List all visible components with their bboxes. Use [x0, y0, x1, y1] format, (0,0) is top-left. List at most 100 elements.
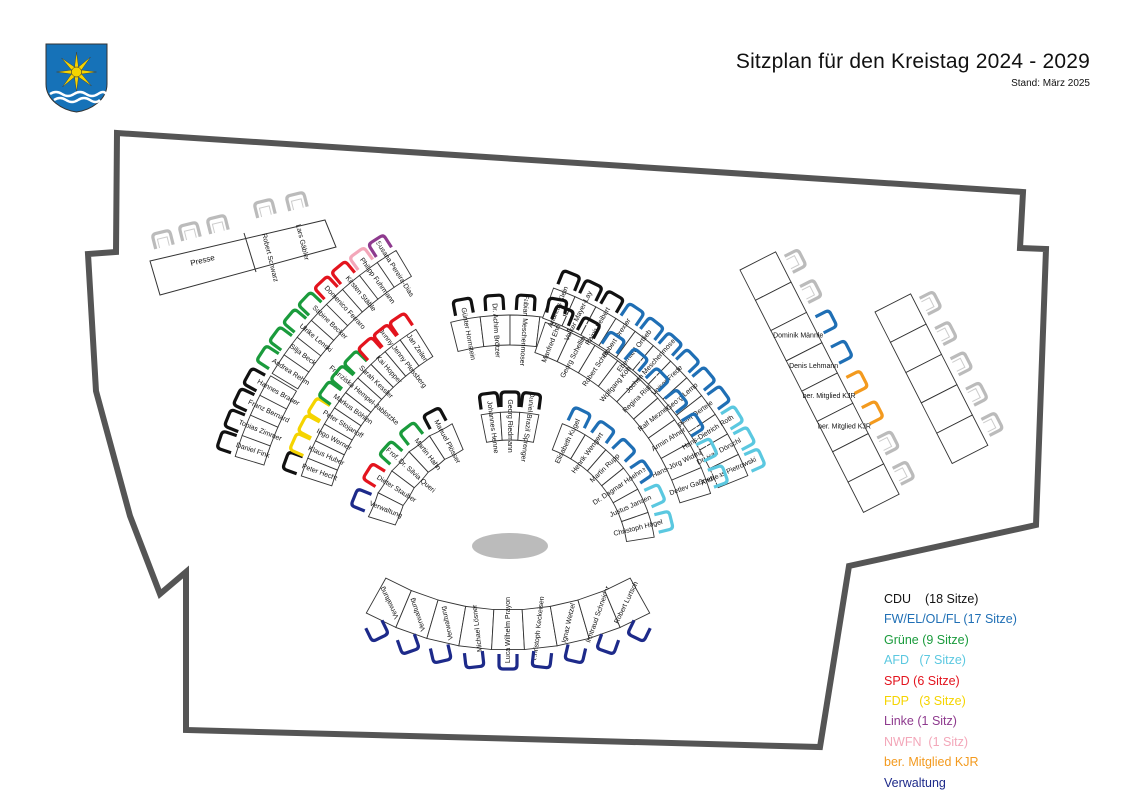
- seat-chair: [575, 316, 601, 340]
- seat-chair: [216, 430, 238, 455]
- seat-chair: [285, 191, 309, 212]
- seat-chair: [891, 461, 915, 486]
- seat-chair: [483, 293, 506, 312]
- legend-item: Linke (1 Sitz): [884, 714, 957, 729]
- legend-item: SPD (6 Sitze): [884, 673, 960, 688]
- seat-chair: [388, 312, 414, 337]
- seat-chair: [372, 324, 398, 349]
- seat-chair: [590, 420, 616, 445]
- seat-chair: [242, 367, 266, 393]
- seat-chair: [307, 397, 331, 423]
- seat-chair: [980, 412, 1004, 437]
- seat-chair: [357, 336, 383, 362]
- desk-segment: [604, 577, 651, 629]
- seat-chair: [282, 308, 308, 334]
- desk-segment: [399, 328, 434, 367]
- seat-chair: [519, 391, 542, 410]
- seat-chair: [706, 385, 731, 411]
- seat-chair: [367, 234, 393, 258]
- seat-chair: [556, 269, 581, 292]
- legend: CDU (18 Sitze)FW/EL/OL/FL (17 Sitze)Grün…: [884, 589, 1017, 793]
- seat-chair: [151, 229, 175, 250]
- seat-name: ber. Mitglied KJR: [803, 393, 856, 400]
- seat-chair: [578, 279, 603, 302]
- seat-chair: [934, 321, 957, 347]
- seat-chair: [643, 483, 666, 509]
- seat-chair: [627, 619, 652, 643]
- seat-chair: [644, 367, 670, 393]
- seat-chair: [566, 406, 592, 429]
- seat-chair: [462, 650, 486, 670]
- seat-chair: [256, 345, 280, 371]
- seat-chair: [600, 330, 626, 355]
- seat-chair: [814, 309, 838, 335]
- seat-chair: [497, 654, 519, 671]
- seat-chair: [623, 348, 649, 373]
- seat-chair: [845, 370, 869, 395]
- seat-chair: [965, 381, 988, 407]
- seat-chair: [799, 279, 822, 305]
- seat-name: Georg Riedmann: [506, 399, 513, 452]
- seat-chair: [350, 488, 373, 513]
- desk-segment: [367, 492, 404, 526]
- legend-item: AFD (7 Sitze): [884, 653, 966, 668]
- seat-chair: [451, 296, 475, 317]
- seat-chair: [297, 291, 323, 317]
- page-title: Sitzplan für den Kreistag 2024 - 2029: [735, 50, 1090, 73]
- seat-chair: [478, 391, 501, 410]
- seat-chair: [318, 380, 343, 406]
- seat-chair: [707, 464, 729, 489]
- legend-item: Grüne (9 Sitze): [884, 632, 969, 647]
- seat-chair: [611, 438, 636, 463]
- seat-chair: [289, 432, 312, 458]
- seat-chair: [330, 365, 355, 391]
- desk-segment: [671, 467, 712, 504]
- seat-name: ber. Mitglied KJR: [818, 423, 871, 430]
- desk-segment: [376, 249, 413, 288]
- seat-chair: [918, 291, 942, 316]
- seat-chair: [732, 426, 756, 452]
- seat-chair: [830, 339, 853, 365]
- room-outline: [84, 129, 1050, 751]
- seat-name: Luca Wilhelm Prayon: [505, 597, 512, 663]
- seat-chair: [232, 387, 256, 413]
- seat-name: Dr. Achim Brötzer: [490, 303, 500, 358]
- seat-chair: [596, 633, 621, 655]
- seat-chair: [653, 510, 675, 534]
- seat-chair: [399, 421, 425, 446]
- seat-chair: [695, 437, 718, 463]
- seat-chair: [663, 389, 688, 414]
- seat-chair: [720, 405, 744, 431]
- desk-segment: [517, 411, 540, 443]
- seat-chair: [343, 350, 369, 376]
- seat-chair: [783, 249, 807, 274]
- center-floor: [472, 533, 548, 559]
- seat-chair: [253, 198, 277, 219]
- legend-item: ber. Mitglied KJR: [884, 755, 979, 770]
- legend-item: NWFN (1 Sitz): [884, 734, 969, 749]
- seat-chair: [530, 650, 554, 670]
- seat-chair: [691, 366, 716, 392]
- seat-chair: [619, 302, 645, 327]
- seat-chair: [349, 247, 375, 271]
- seat-chair: [949, 351, 973, 377]
- seat-chair: [378, 440, 404, 466]
- legend-item: Verwaltung: [884, 775, 946, 790]
- seat-chair: [297, 414, 321, 440]
- seat-chair: [599, 290, 625, 314]
- seat-chair: [223, 408, 246, 434]
- seat-chair: [314, 275, 339, 301]
- seat-chair: [743, 448, 766, 473]
- seat-chair: [639, 316, 665, 341]
- seat-chair: [331, 260, 357, 286]
- seat-chair: [422, 407, 448, 430]
- seat-chair: [428, 644, 453, 664]
- seat-chair: [281, 451, 304, 476]
